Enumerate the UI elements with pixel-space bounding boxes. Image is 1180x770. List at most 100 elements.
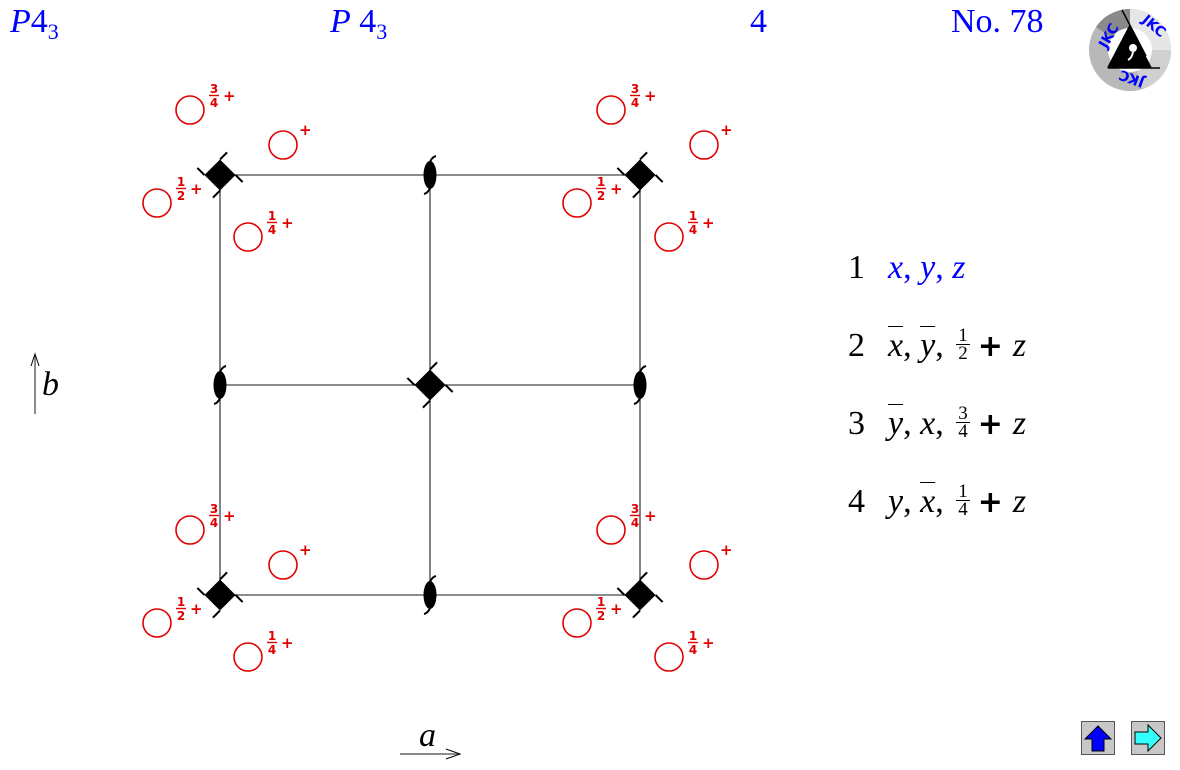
operation-index: 4: [848, 483, 865, 520]
operation-index: 1: [848, 249, 865, 286]
height-sign: +: [610, 180, 623, 198]
twofold-screw-axis-icon: [423, 155, 437, 195]
svg-text:4: 4: [631, 96, 639, 110]
b-axis-label: b: [42, 366, 59, 403]
svg-text:4: 4: [210, 96, 218, 110]
point-group: 4: [750, 3, 767, 40]
svg-text:4: 4: [210, 516, 218, 530]
height-sign: +: [190, 180, 203, 198]
position-circle-icon: [596, 95, 626, 125]
svg-text:3: 3: [210, 502, 218, 516]
height-sign: +: [702, 214, 715, 232]
symbol-number: 4: [359, 3, 377, 40]
height-sign: +: [720, 541, 733, 559]
denominator: 4: [958, 420, 968, 442]
coordinate-x: x: [888, 249, 904, 286]
symbol-letter: P: [10, 3, 31, 40]
plus-sign: +: [977, 407, 1003, 442]
svg-text:4: 4: [689, 223, 697, 237]
svg-text:4: 4: [268, 643, 276, 657]
general-position: 14+: [233, 209, 294, 252]
svg-text:2: 2: [597, 189, 605, 203]
coordinate-z: z: [952, 249, 966, 286]
a-axis-arrow: [400, 748, 462, 760]
position-circle-icon: [142, 608, 172, 638]
height-sign: +: [223, 507, 236, 525]
general-position: 12+: [562, 595, 623, 638]
coordinate-x-bar: x: [888, 327, 904, 364]
height-sign: +: [299, 541, 312, 559]
next-button[interactable]: [1131, 721, 1165, 755]
numerator: 1: [956, 480, 970, 502]
symbol-subscript: 3: [376, 19, 388, 44]
svg-text:2: 2: [597, 609, 605, 623]
b-axis-arrow: [30, 352, 40, 414]
height-sign: +: [644, 87, 657, 105]
coordinate-z: z: [1012, 327, 1027, 364]
height-sign: +: [299, 121, 312, 139]
twofold-screw-axis-icon: [423, 575, 437, 615]
svg-text:1: 1: [689, 209, 697, 223]
full-symbol: P 43: [330, 2, 388, 44]
denominator: 2: [958, 342, 968, 364]
jkc-logo-icon: JKC JKC JKC: [1089, 8, 1172, 91]
position-circle-icon: [562, 188, 592, 218]
position-circle-icon: [142, 188, 172, 218]
general-position: +: [689, 121, 733, 160]
symbol-subscript: 3: [47, 19, 59, 44]
general-position: 12+: [142, 175, 203, 218]
svg-text:4: 4: [268, 223, 276, 237]
position-circle-icon: [689, 550, 719, 580]
operation-index: 3: [848, 405, 865, 442]
position-circle-icon: [175, 515, 205, 545]
plus-sign: +: [977, 485, 1003, 520]
symbol-number: 4: [30, 3, 48, 40]
twofold-screw-axis-icon: [633, 365, 647, 405]
position-circle-icon: [175, 95, 205, 125]
general-position: 14 +: [654, 209, 715, 252]
svg-text:3: 3: [210, 82, 218, 96]
height-sign: +: [610, 600, 623, 618]
svg-text:4: 4: [631, 516, 639, 530]
position-circle-icon: [233, 222, 263, 252]
general-position: 34 +: [175, 502, 236, 545]
up-arrow-icon: [1084, 725, 1112, 752]
coordinate-z: z: [1012, 483, 1027, 520]
svg-text:3: 3: [631, 502, 639, 516]
jkc-logo[interactable]: JKC JKC JKC: [1088, 8, 1172, 92]
position-circle-icon: [268, 550, 298, 580]
general-position: +: [268, 541, 312, 580]
position-circle-icon: [654, 222, 684, 252]
svg-text:2: 2: [177, 189, 185, 203]
a-axis-label: a: [419, 717, 436, 754]
svg-text:1: 1: [177, 595, 185, 609]
up-button[interactable]: [1081, 721, 1115, 755]
coordinate-x: x: [920, 405, 936, 442]
position-circle-icon: [562, 608, 592, 638]
svg-text:1: 1: [268, 209, 276, 223]
general-position: 12+: [142, 595, 203, 638]
denominator: 4: [958, 498, 968, 520]
coordinate-z: z: [1012, 405, 1027, 442]
coordinate-y-bar: y: [888, 405, 904, 442]
position-circle-icon: [233, 642, 263, 672]
plus-sign: +: [977, 329, 1003, 364]
position-circle-icon: [654, 642, 684, 672]
twofold-screw-axis-icon: [213, 365, 227, 405]
general-position: 34 +: [175, 82, 236, 125]
general-position: 14+: [654, 629, 715, 672]
height-sign: +: [644, 507, 657, 525]
fourfold-screw-axis-icon: [406, 361, 454, 409]
general-position: 34 +: [596, 82, 657, 125]
coordinate-y: y: [888, 483, 904, 520]
space-group-diagram: 34++12+14+34++12+14+34++12+14+34++12+14+…: [30, 82, 733, 760]
numerator: 1: [956, 324, 970, 346]
height-sign: +: [223, 87, 236, 105]
svg-text:3: 3: [631, 82, 639, 96]
general-position: 34 +: [596, 502, 657, 545]
short-symbol: P43: [10, 2, 59, 44]
